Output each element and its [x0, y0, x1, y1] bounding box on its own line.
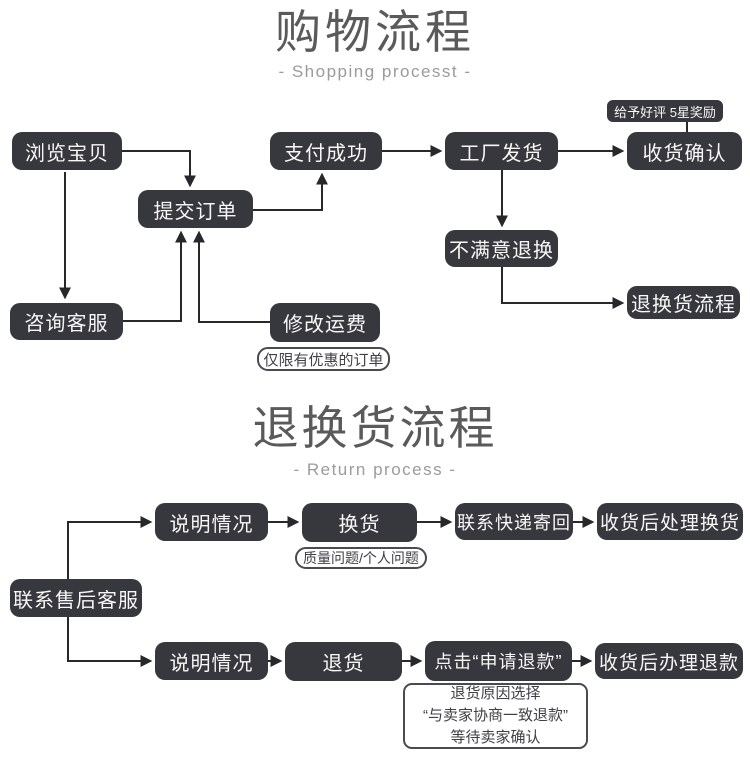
- node-payment-success: 支付成功: [270, 132, 382, 170]
- refund-note-line2: “与卖家协商一致退款”: [423, 707, 568, 725]
- connector-consult-to-submit: [123, 230, 187, 322]
- node-handle-exchange-after-receipt: 收货后处理换货: [597, 503, 743, 540]
- node-consult-service: 咨询客服: [10, 303, 123, 340]
- node-contact-aftersales: 联系售后客服: [10, 579, 142, 617]
- node-return-flow-link: 退换货流程: [627, 286, 740, 319]
- shopping-section-subtitle: - Shopping processt -: [278, 62, 472, 81]
- node-factory-ship: 工厂发货: [445, 132, 558, 170]
- return-section-subtitle: - Return process -: [293, 460, 457, 479]
- refund-note-line3: 等待卖家确认: [450, 728, 541, 746]
- node-return-goods: 退货: [285, 642, 402, 681]
- node-handle-refund-after-receipt: 收货后办理退款: [595, 643, 743, 679]
- exchange-reason-note: 质量问题/个人问题: [295, 547, 427, 569]
- refund-reason-note: 退货原因选择 “与卖家协商一致退款” 等待卖家确认: [403, 683, 588, 749]
- connector-contact-to-explain-top: [67, 516, 153, 579]
- node-confirm-receipt: 收货确认: [627, 132, 742, 170]
- node-explain-situation-bottom: 说明情况: [155, 642, 268, 680]
- connector-modify-to-submit: [193, 230, 270, 323]
- connector-browse-to-submit: [122, 150, 196, 188]
- node-submit-order: 提交订单: [138, 190, 253, 228]
- connector-submit-to-pay: [253, 172, 328, 211]
- connector-contact-to-explain-bottom: [67, 616, 153, 667]
- node-modify-shipping-fee: 修改运费: [270, 303, 380, 342]
- shopping-section-title: 购物流程: [275, 6, 475, 58]
- node-dissatisfied-return: 不满意退换: [445, 230, 558, 267]
- refund-note-line1: 退货原因选择: [450, 685, 541, 703]
- discount-order-note: 仅限有优惠的订单: [257, 347, 390, 371]
- node-explain-situation-top: 说明情况: [155, 503, 268, 541]
- node-exchange-goods: 换货: [302, 503, 417, 542]
- node-click-apply-refund: 点击“申请退款”: [425, 641, 572, 681]
- five-star-reward-badge: 给予好评 5星奖励: [607, 100, 723, 122]
- node-browse-items: 浏览宝贝: [12, 132, 122, 170]
- node-contact-courier: 联系快递寄回: [455, 503, 573, 540]
- connector-dissatisfied-to-returnflow: [501, 267, 625, 309]
- return-section-title: 退换货流程: [252, 402, 498, 454]
